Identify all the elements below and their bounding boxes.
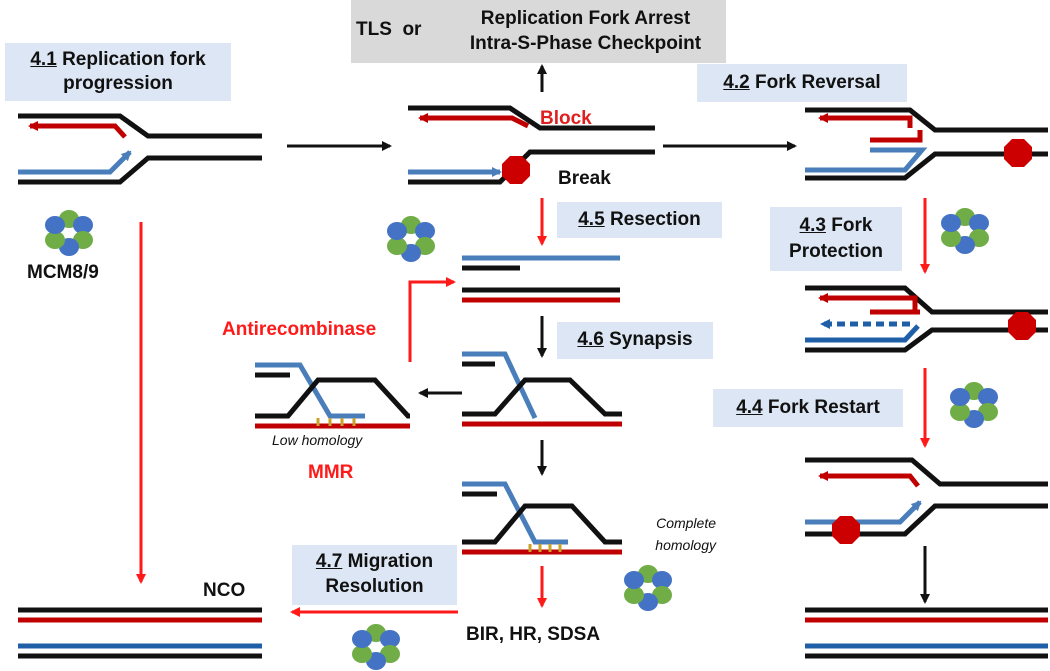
stop-sign-icon xyxy=(1004,139,1032,167)
antirecombinase-label: Antirecombinase xyxy=(222,319,377,340)
mmr-label: MMR xyxy=(308,462,354,483)
fork-progression xyxy=(18,113,262,185)
section-4-6-box xyxy=(557,322,713,359)
section-4-1-box xyxy=(5,43,231,101)
arrow-antirecombinase xyxy=(408,277,456,362)
low-homology-label: Low homology xyxy=(272,432,363,448)
mcm89-complex-icon xyxy=(387,216,435,262)
stop-sign-icon xyxy=(502,156,530,184)
fork-block xyxy=(408,105,655,185)
fork-reversal xyxy=(805,107,1048,181)
section-4-4-box xyxy=(713,389,903,427)
mcm89-complex-icon xyxy=(45,210,93,256)
nco-products xyxy=(18,607,262,659)
restart-products xyxy=(805,607,1048,659)
section-4-2-label: 4.2 Fork Reversal xyxy=(723,72,881,93)
resection-strands xyxy=(462,255,620,303)
block-label: Block xyxy=(540,108,592,129)
pathway-arrows xyxy=(136,64,930,617)
section-4-5-label: 4.5 Resection xyxy=(578,209,701,230)
fork-protection xyxy=(805,285,1048,353)
break-label: Break xyxy=(558,168,611,189)
stop-sign-icon xyxy=(832,516,860,544)
section-4-7-label: 4.7 Migration Resolution xyxy=(315,551,434,597)
outcomes-label: BIR, HR, SDSA xyxy=(466,624,601,645)
section-4-3-label: 4.3 Fork Protection xyxy=(789,215,883,262)
section-4-2-box xyxy=(697,64,907,102)
mcm89-complex-icon xyxy=(624,565,672,611)
section-4-6-label: 4.6 Synapsis xyxy=(577,329,693,350)
section-4-4-label: 4.4 Fork Restart xyxy=(736,397,880,418)
checkpoint-box xyxy=(351,0,726,63)
mcm89-label: MCM8/9 xyxy=(27,262,99,283)
section-4-5-box xyxy=(557,202,722,238)
stop-sign-icon xyxy=(1008,312,1036,340)
mcm89-complex-icon xyxy=(950,382,998,428)
nco-label: NCO xyxy=(203,580,246,601)
mcm89-complex-icon xyxy=(941,208,989,254)
section-4-3-box xyxy=(770,207,902,271)
complete-homology-structure xyxy=(462,481,622,555)
mcm89-complex-icon xyxy=(352,624,400,670)
section-4-7-box xyxy=(292,545,457,605)
synapsis-structure xyxy=(462,351,622,427)
low-homology-structure xyxy=(255,362,410,429)
fork-restart xyxy=(805,457,1048,544)
tls-label: TLS or xyxy=(356,19,422,40)
section-4-1-label: 4.1 Replication fork progression xyxy=(30,49,206,94)
